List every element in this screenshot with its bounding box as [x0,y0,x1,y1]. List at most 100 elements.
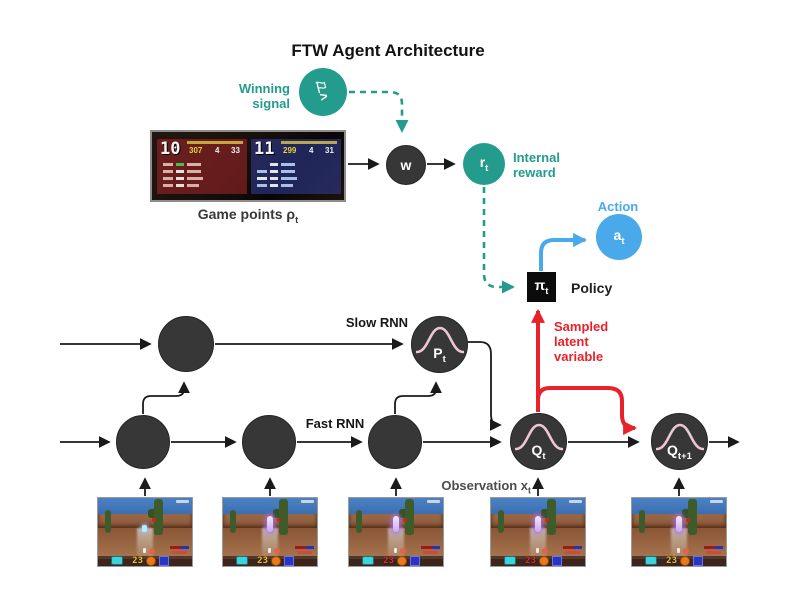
mini-scoreboard [295,545,315,554]
fast-rnn-node [242,415,296,469]
game-screenshot: 23 [348,497,444,567]
canyon-wall [98,514,192,530]
policy-label: Policy [571,280,613,296]
armor-icon [111,556,124,566]
armor-icon [504,556,517,566]
sky [491,498,585,516]
game-screenshot: 23 [631,497,727,567]
sampled-latent-variable-label: Sampled latent variable [554,319,609,364]
action-node: at [596,214,642,260]
timer-text [427,500,441,503]
red-team-stat: 33 [231,146,240,155]
gaussian-curve-icon [515,423,563,451]
slow-rnn-node [158,316,214,372]
ammo-orb-icon [680,555,690,566]
armor-icon [645,556,658,566]
blue-team-frames: 4 [309,146,314,155]
sky [632,498,726,516]
blue-team-header-bar [281,141,337,144]
gaussian-curve-icon [416,326,464,354]
health-value: 23 [666,555,677,566]
sky [98,498,192,516]
game-screenshot: 23 [97,497,193,567]
cactus-icon [497,510,505,534]
red-item-icon [276,518,281,523]
game-points-label: Game points ρt [197,206,299,226]
score-row [257,163,298,166]
hud-bar: 23 [349,555,443,566]
score-row [257,177,300,180]
policy-node: πt [527,272,556,302]
ammo-orb-icon [146,555,156,566]
cactus-icon [104,510,112,534]
red-item-icon [151,518,156,523]
game-screenshot: 23 [222,497,318,567]
flag-greater-icon: ⚐> [313,77,331,105]
mini-scoreboard [704,545,724,554]
armor-icon [362,556,375,566]
ammo-orb-icon [271,555,281,566]
score-row [163,184,202,187]
game-points-screenshot: 10 307 4 33 11 299 4 31 [150,130,346,202]
winning-signal-label: Winning signal [238,81,290,111]
mini-scoreboard [563,545,583,554]
weapon-icon [410,555,420,566]
orb-icon [148,547,155,554]
red-team-score: 10 [160,139,181,159]
red-team-header-bar [187,141,243,144]
winning-signal-node: ⚐> [299,68,347,116]
fast-rnn-node [116,415,170,469]
sky [349,498,443,516]
crosshair-icon [394,548,398,554]
purple-flag-icon [676,515,682,532]
score-row [163,163,204,166]
cactus-icon [273,499,288,535]
blue-team-panel: 11 299 4 31 [251,139,341,194]
cactus-icon [638,510,646,534]
fast-rnn-label: Fast RNN [305,416,365,431]
timer-text [176,500,190,503]
orb-icon [682,547,689,554]
orb-icon [541,547,548,554]
crosshair-icon [143,548,147,554]
score-row [257,170,298,173]
light-path [137,527,153,560]
red-item-icon [544,518,549,523]
health-value: 23 [132,555,143,566]
timer-text [569,500,583,503]
reward-weight-node: w [386,145,426,185]
red-team-panel: 10 307 4 33 [157,139,247,194]
posterior-distribution-node: Qt [510,413,567,470]
posterior-next-label: Qt+1 [667,442,692,462]
light-path [388,527,404,560]
red-item-icon [402,518,407,523]
timer-text [710,500,724,503]
blue-team-points: 299 [283,146,297,155]
health-value: 23 [257,555,268,566]
mini-scoreboard [421,545,441,554]
mini-scoreboard [170,545,190,554]
score-row [257,184,296,187]
red-team-points: 307 [189,146,203,155]
light-path [530,527,546,560]
cactus-icon [682,499,697,535]
hud-bar: 23 [98,555,192,566]
hud-bar: 23 [632,555,726,566]
health-value: 23 [525,555,536,566]
score-row [163,170,204,173]
red-team-frames: 4 [215,146,220,155]
purple-flag-icon [393,515,399,532]
ammo-orb-icon [539,555,549,566]
orb-icon [399,547,406,554]
prior-label: Pt [433,345,446,365]
hud-bar: 23 [223,555,317,566]
cactus-icon [148,499,163,535]
light-path [262,527,278,560]
blue-team-score: 11 [254,139,275,159]
page-title: FTW Agent Architecture [291,41,485,60]
posterior-next-distribution-node: Qt+1 [651,413,708,470]
score-row [163,177,206,180]
orb-icon [273,547,280,554]
weapon-icon [552,555,562,566]
